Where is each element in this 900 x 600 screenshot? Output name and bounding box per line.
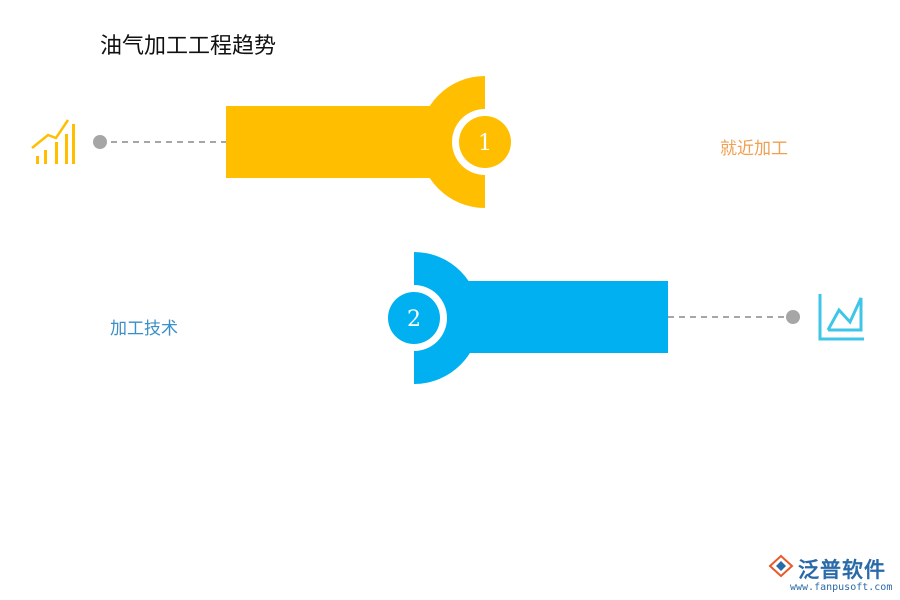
brand-url: www.fanpusoft.com: [790, 582, 893, 593]
connector-dot-2: [786, 310, 800, 324]
step-2-number: 2: [407, 307, 421, 332]
bar-chart-icon: [31, 119, 75, 164]
brand-name: 泛普软件: [798, 558, 886, 582]
step-2: 2: [381, 252, 864, 384]
step-1-label: 就近加工: [720, 139, 788, 159]
step-1-badge: [459, 116, 511, 168]
step-1-bar: [226, 106, 456, 178]
connector-dot-1: [93, 135, 107, 149]
step-2-bar: [443, 281, 668, 353]
area-chart-icon: [818, 294, 864, 341]
step-2-badge: [388, 292, 440, 344]
brand-logo-icon: [768, 554, 794, 578]
step-1-number: 1: [478, 131, 492, 156]
step-2-label: 加工技术: [110, 319, 178, 339]
step-1: 1: [31, 76, 518, 208]
page-title: 油气加工工程趋势: [100, 34, 277, 59]
